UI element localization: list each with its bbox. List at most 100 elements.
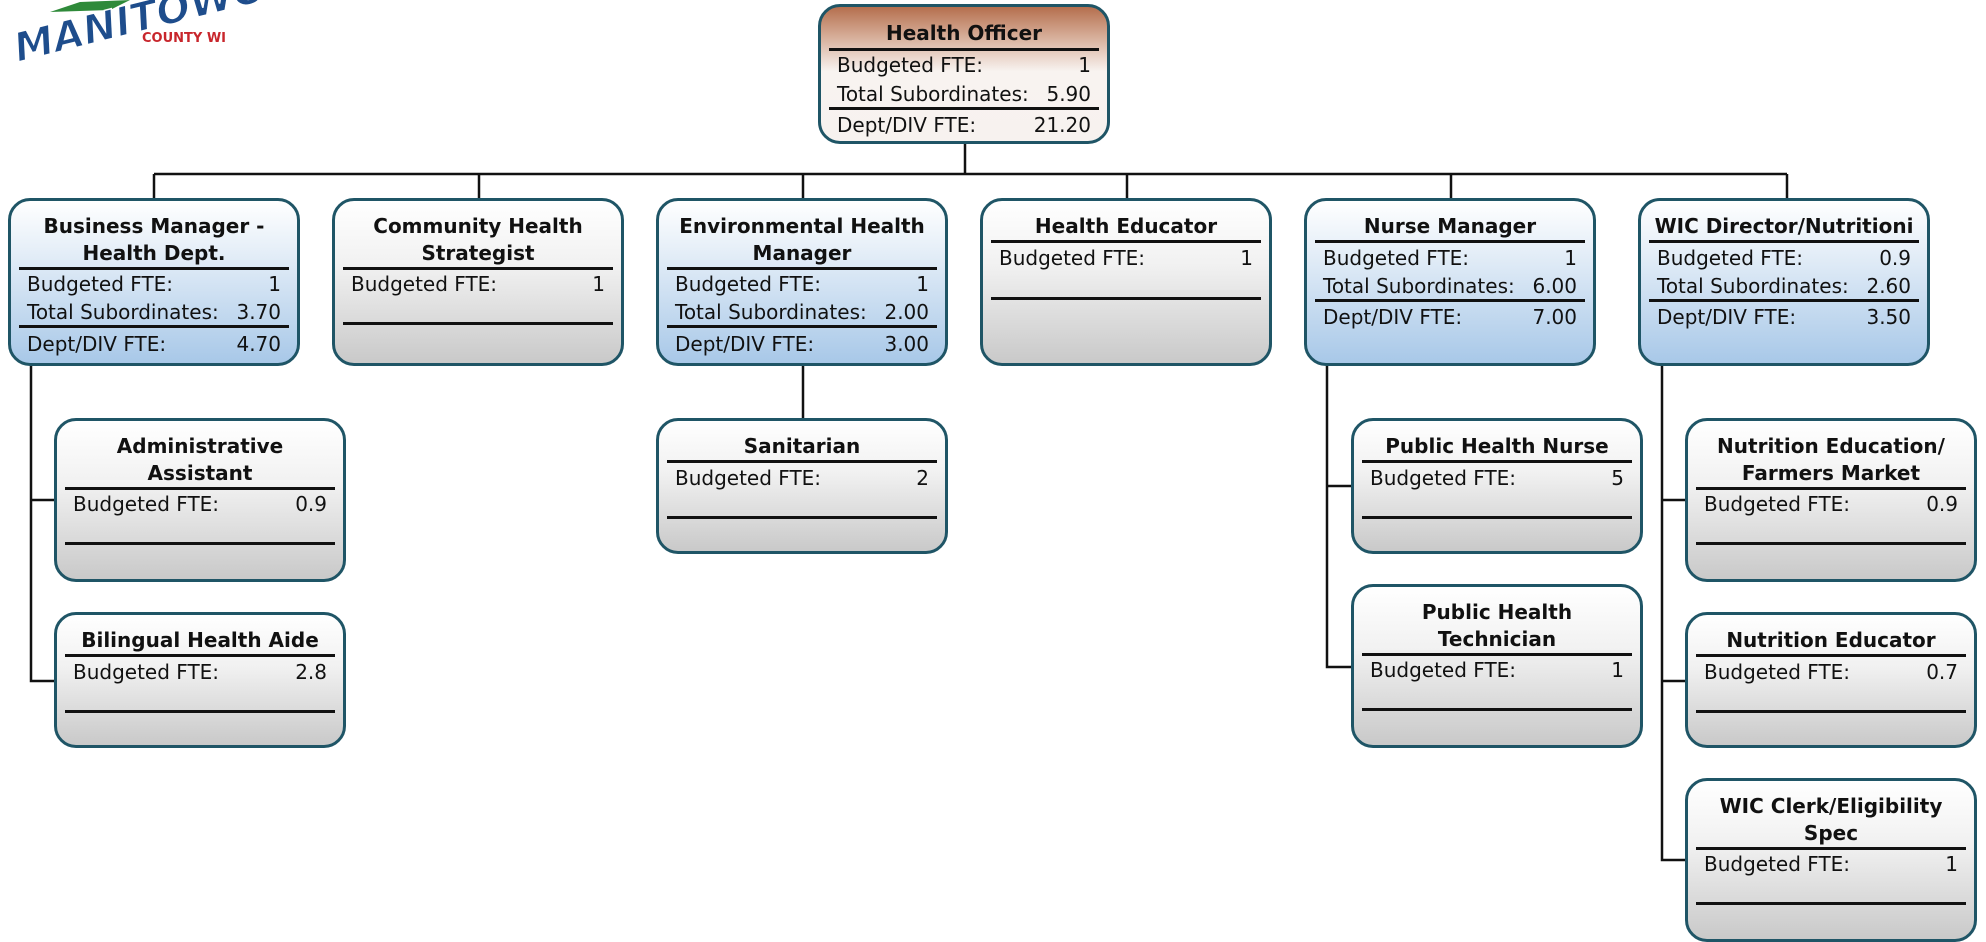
row-value: 3.00 bbox=[884, 332, 929, 356]
nurse-manager-box: Nurse Manager Budgeted FTE:1 Total Subor… bbox=[1304, 198, 1596, 366]
row-rule bbox=[1696, 710, 1966, 713]
box-title: WIC Director/Nutritioni bbox=[1654, 214, 1914, 238]
row-label: Dept/DIV FTE: bbox=[675, 332, 815, 356]
title-rule bbox=[1649, 240, 1919, 243]
title-rule bbox=[1696, 487, 1966, 490]
title-line-2: Technician bbox=[1437, 627, 1557, 651]
row-value: 1 bbox=[1945, 852, 1958, 876]
row-label: Budgeted FTE: bbox=[1704, 492, 1851, 516]
budgeted-row: Budgeted FTE: 1 bbox=[27, 270, 281, 298]
row-label: Budgeted FTE: bbox=[27, 272, 174, 296]
row-label: Budgeted FTE: bbox=[1370, 658, 1517, 682]
title-line-1: Public Health bbox=[1421, 600, 1573, 624]
row-value: 2.8 bbox=[295, 660, 327, 684]
row-value: 4.70 bbox=[236, 332, 281, 356]
row-label: Budgeted FTE: bbox=[73, 492, 220, 516]
row-value: 1 bbox=[1611, 658, 1624, 682]
row-label: Budgeted FTE: bbox=[999, 246, 1146, 270]
row-value: 3.50 bbox=[1866, 305, 1911, 329]
budgeted-row: Budgeted FTE: 0.9 bbox=[1657, 244, 1911, 272]
budgeted-row: Budgeted FTE: 2 bbox=[675, 464, 929, 492]
title-rule bbox=[667, 267, 937, 270]
budgeted-row: Budgeted FTE:5 bbox=[1370, 464, 1624, 492]
row-rule bbox=[1696, 542, 1966, 545]
box-title: Nurse Manager bbox=[1363, 214, 1537, 238]
row-value: 5.90 bbox=[1046, 82, 1091, 106]
row-rule bbox=[1362, 708, 1632, 711]
budgeted-row: Budgeted FTE:1 bbox=[675, 270, 929, 298]
row-label: Budgeted FTE: bbox=[837, 53, 984, 77]
box-title: Health Officer bbox=[885, 21, 1042, 45]
nutrition-educator-box: Nutrition Educator Budgeted FTE:0.7 bbox=[1685, 612, 1977, 748]
row-value: 0.9 bbox=[1879, 246, 1911, 270]
row-rule bbox=[19, 325, 289, 328]
row-value: 2 bbox=[916, 466, 929, 490]
row-label: Total Subordinates: bbox=[837, 82, 1029, 106]
title-rule bbox=[667, 460, 937, 463]
title-line-2: Manager bbox=[752, 241, 852, 265]
budgeted-row: Budgeted FTE:1 bbox=[1323, 244, 1577, 272]
row-rule bbox=[1362, 516, 1632, 519]
row-rule bbox=[667, 516, 937, 519]
row-rule bbox=[991, 297, 1261, 300]
row-label: Dept/DIV FTE: bbox=[27, 332, 167, 356]
title-line-2: Spec bbox=[1803, 821, 1859, 845]
title-line-2: Strategist bbox=[421, 241, 535, 265]
title-line-1: Environmental Health bbox=[679, 214, 925, 238]
budgeted-row: Budgeted FTE: 1 bbox=[1370, 656, 1624, 684]
row-rule bbox=[829, 107, 1099, 110]
dept-row: Dept/DIV FTE:7.00 bbox=[1323, 303, 1577, 331]
sanitarian-box: Sanitarian Budgeted FTE: 2 bbox=[656, 418, 948, 554]
nutrition-education-farmers-market-box: Nutrition Education/Farmers Market Budge… bbox=[1685, 418, 1977, 582]
dept-row: Dept/DIV FTE: 4.70 bbox=[27, 330, 281, 358]
row-value: 1 bbox=[592, 272, 605, 296]
title-line-1: Administrative bbox=[116, 434, 284, 458]
row-label: Budgeted FTE: bbox=[1657, 246, 1804, 270]
title-rule bbox=[991, 240, 1261, 243]
row-value: 1 bbox=[1078, 53, 1091, 77]
manitowoc-county-logo: MANITOWOC COUNTY WI bbox=[10, 0, 270, 72]
row-value: 0.7 bbox=[1926, 660, 1958, 684]
title-rule bbox=[65, 487, 335, 490]
budgeted-row: Budgeted FTE: 1 bbox=[999, 244, 1253, 272]
row-value: 7.00 bbox=[1532, 305, 1577, 329]
row-value: 1 bbox=[1240, 246, 1253, 270]
subordinates-row: Total Subordinates:6.00 bbox=[1323, 272, 1577, 300]
title-rule bbox=[1362, 653, 1632, 656]
row-value: 1 bbox=[916, 272, 929, 296]
row-value: 1 bbox=[268, 272, 281, 296]
box-title: Bilingual Health Aide bbox=[81, 628, 319, 652]
row-label: Budgeted FTE: bbox=[675, 466, 822, 490]
row-rule bbox=[1696, 902, 1966, 905]
row-value: 2.00 bbox=[884, 300, 929, 324]
row-label: Budgeted FTE: bbox=[351, 272, 498, 296]
row-value: 0.9 bbox=[1926, 492, 1958, 516]
title-line-2: Health Dept. bbox=[82, 241, 226, 265]
budgeted-row: Budgeted FTE: 1 bbox=[1704, 850, 1958, 878]
wic-director-box: WIC Director/Nutritioni Budgeted FTE: 0.9… bbox=[1638, 198, 1930, 366]
health-educator-box: Health Educator Budgeted FTE:1 bbox=[980, 198, 1272, 366]
box-title: Sanitarian bbox=[743, 434, 861, 458]
row-rule bbox=[667, 325, 937, 328]
row-label: Total Subordinates: bbox=[675, 300, 867, 324]
row-label: Total Subordinates: bbox=[27, 300, 219, 324]
budgeted-row: Budgeted FTE: 0.9 bbox=[1704, 490, 1958, 518]
title-rule bbox=[1315, 240, 1585, 243]
row-label: Budgeted FTE: bbox=[1704, 852, 1851, 876]
row-label: Dept/DIV FTE: bbox=[1657, 305, 1797, 329]
box-title: Nutrition Education/Farmers Market bbox=[1688, 433, 1974, 487]
dept-row: Dept/DIV FTE: 3.50 bbox=[1657, 303, 1911, 331]
business-manager-box: Business Manager -Health Dept. Budgeted … bbox=[8, 198, 300, 366]
title-rule bbox=[829, 48, 1099, 51]
row-rule bbox=[1315, 299, 1585, 302]
row-label: Dept/DIV FTE: bbox=[837, 113, 977, 137]
